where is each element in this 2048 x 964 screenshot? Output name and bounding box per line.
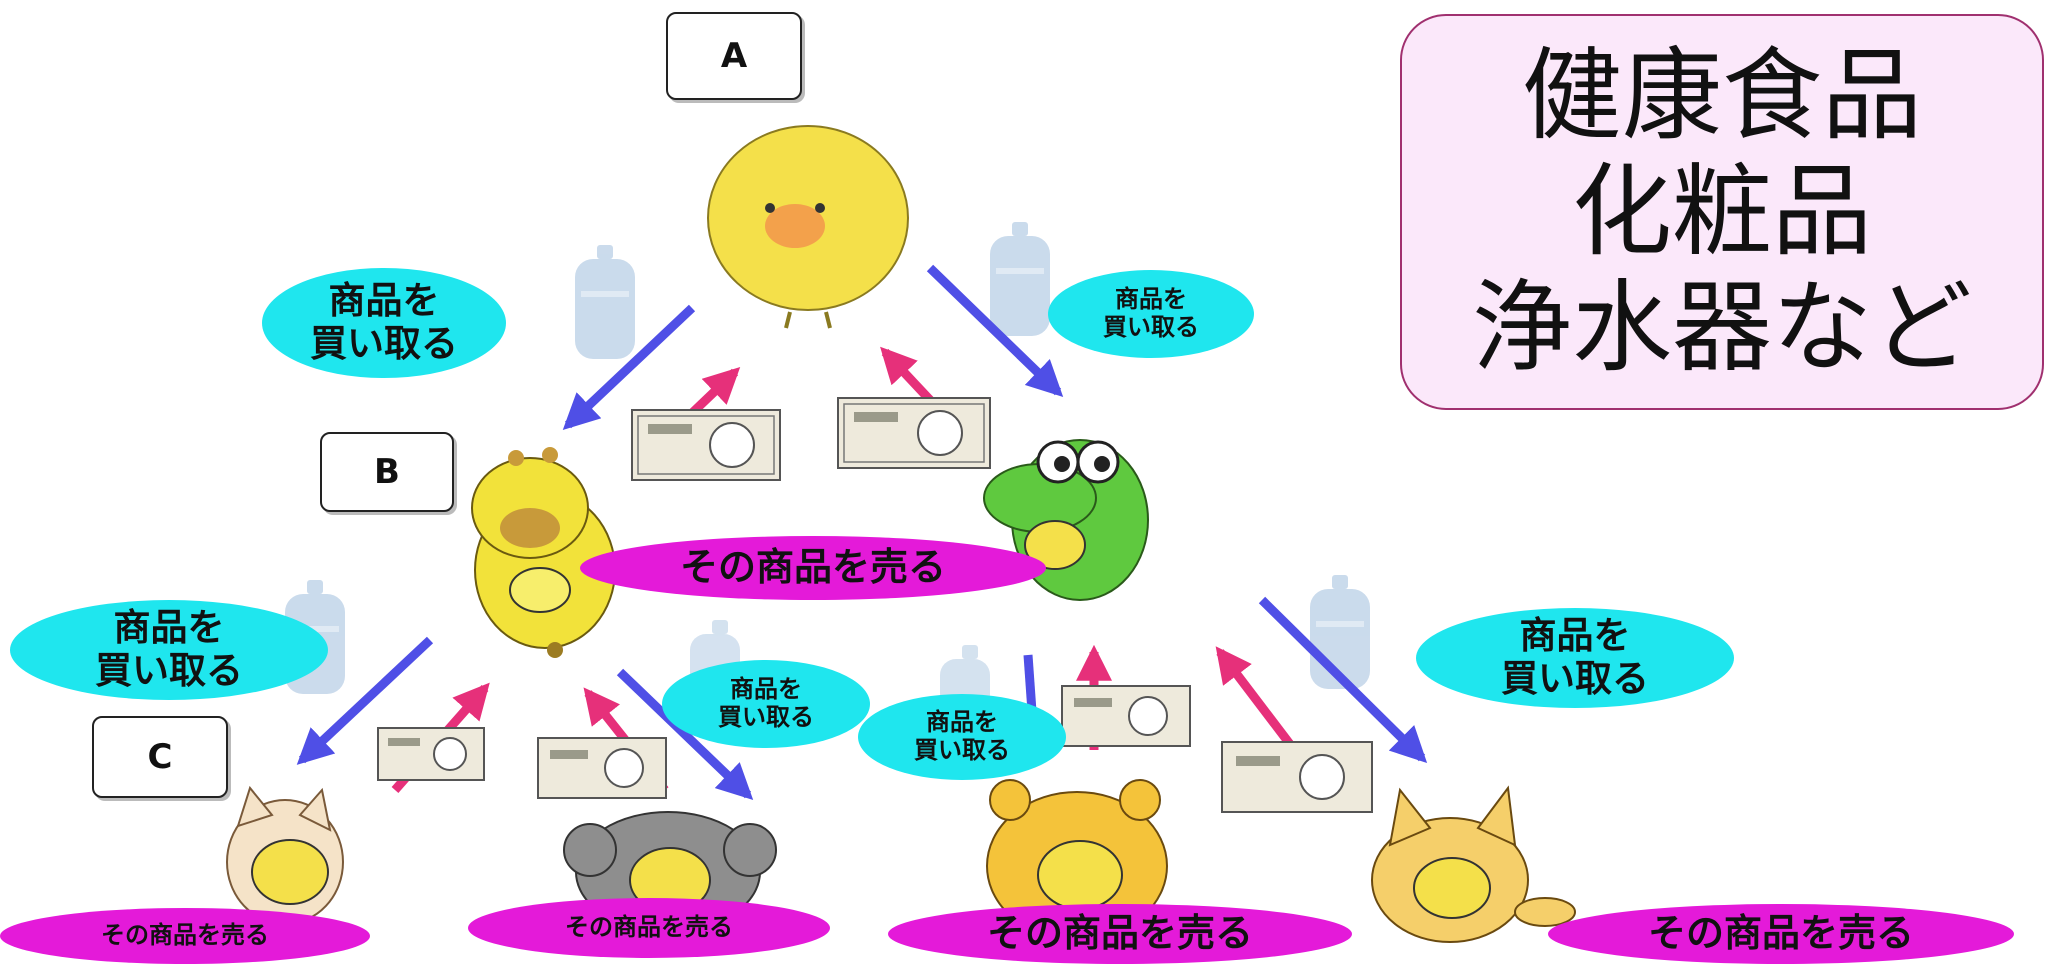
banknote-icon bbox=[1061, 685, 1191, 747]
level-c-box: C bbox=[92, 716, 228, 798]
sell-bubble: その商品を売る bbox=[580, 536, 1046, 600]
water-jug-icon bbox=[575, 245, 635, 359]
banknote-icon bbox=[631, 409, 781, 481]
banknote-icon bbox=[837, 397, 991, 469]
buy-bubble: 商品を 買い取る bbox=[1416, 608, 1734, 708]
level-b-box: B bbox=[320, 432, 454, 512]
buy-bubble: 商品を 買い取る bbox=[10, 600, 328, 700]
buy-bubble: 商品を 買い取る bbox=[262, 268, 506, 378]
sell-bubble: その商品を売る bbox=[468, 898, 830, 958]
tiger-character-icon bbox=[986, 779, 1168, 941]
sell-bubble: その商品を売る bbox=[1548, 904, 2014, 964]
buy-bubble: 商品を 買い取る bbox=[662, 660, 870, 748]
banknote-icon bbox=[537, 737, 667, 799]
water-jug-icon bbox=[990, 222, 1050, 336]
crocodile-character-icon bbox=[983, 439, 1149, 601]
products-panel: 健康食品 化粧品 浄水器など bbox=[1400, 14, 2044, 410]
banknote-icon bbox=[1221, 741, 1373, 813]
chick-character-icon bbox=[707, 125, 909, 329]
product-water-purifier: 浄水器など bbox=[1472, 269, 1972, 386]
product-health-food: 健康食品 bbox=[1522, 37, 1922, 154]
sell-bubble: その商品を売る bbox=[888, 904, 1352, 964]
banknote-icon bbox=[377, 727, 485, 781]
sell-bubble: その商品を売る bbox=[0, 908, 370, 964]
buy-bubble: 商品を 買い取る bbox=[1048, 270, 1254, 358]
level-a-box: A bbox=[666, 12, 802, 100]
product-cosmetics: 化粧品 bbox=[1572, 153, 1872, 270]
fox-character-icon bbox=[1371, 785, 1576, 943]
giraffe-character-icon bbox=[471, 447, 616, 658]
cat-character-icon bbox=[226, 785, 344, 925]
buy-bubble: 商品を 買い取る bbox=[858, 694, 1066, 780]
